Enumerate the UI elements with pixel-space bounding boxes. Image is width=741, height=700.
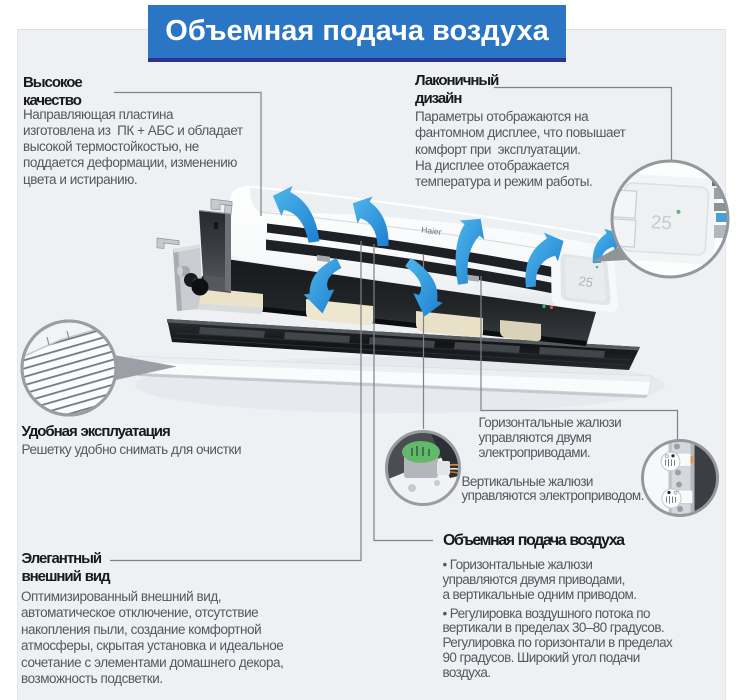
svg-text:25: 25 [650,212,672,234]
svg-text:Haier: Haier [421,225,443,237]
svg-text:25: 25 [578,273,595,290]
